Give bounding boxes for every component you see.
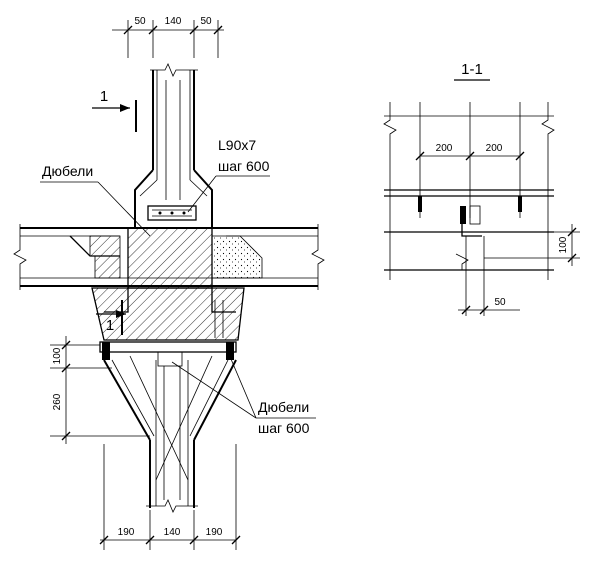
cut-mark-bottom: 1 [96,300,126,335]
section-title: 1-1 [461,61,483,78]
section-1-1: 1-1 200 200 [383,61,580,316]
dowels-top-label: Дюбели [42,163,93,179]
lower-column [99,341,237,513]
top-dim-left: 50 [134,16,146,27]
section-dim-200-left: 200 [436,143,453,154]
cut-mark-bottom-label: 1 [106,317,114,334]
bottom-dim-right: 190 [206,527,223,538]
angle-label-line2: шаг 600 [218,158,270,174]
upper-column [134,63,213,228]
section-dim-200-right: 200 [486,143,503,154]
left-dim-260: 260 [52,393,63,410]
callout-angle: L90x7 шаг 600 [187,137,270,213]
top-dim-middle: 140 [165,16,182,27]
bottom-dim-left: 190 [118,527,135,538]
angle-label-line1: L90x7 [218,137,256,153]
section-dim-100: 100 [558,236,569,253]
bottom-dim-middle: 140 [164,527,181,538]
top-dim-right: 50 [200,16,212,27]
dowels-bottom-label-line2: шаг 600 [258,420,310,436]
dowels-bottom-label-line1: Дюбели [258,399,309,415]
left-dimension-chain: 100 260 [50,336,150,444]
callout-dowels-bottom: Дюбели шаг 600 [171,351,316,436]
bottom-dimension-chain: 190 140 190 [99,444,241,550]
cut-mark-top-label: 1 [100,88,108,105]
callout-dowels-top: Дюбели [40,163,151,237]
joint-core [91,227,245,341]
cut-mark-top: 1 [92,88,137,132]
left-dim-100: 100 [52,347,63,364]
top-dimension-chain: 50 140 50 [112,16,224,58]
section-dim-50: 50 [494,297,506,308]
